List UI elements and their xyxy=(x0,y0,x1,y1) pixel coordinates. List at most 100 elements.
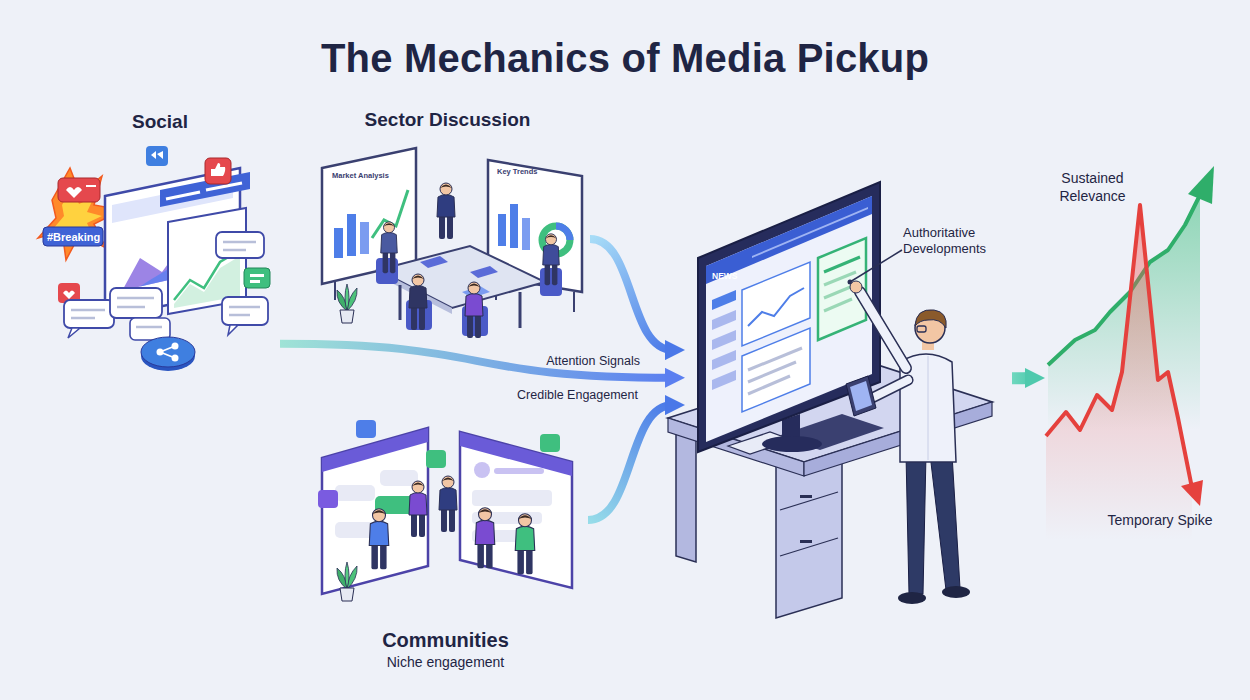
newsroom-illustration xyxy=(748,376,790,394)
newsroom-illustration xyxy=(942,586,970,598)
social-illustration xyxy=(250,274,264,277)
group-heading: Communities xyxy=(303,628,588,653)
newsroom-illustration xyxy=(850,381,872,411)
newsroom-illustration xyxy=(850,250,902,282)
sector-illustration xyxy=(334,228,343,258)
social-illustration xyxy=(71,317,95,320)
newsroom-illustration xyxy=(818,238,866,340)
social-illustration xyxy=(64,300,114,328)
communities-illustration xyxy=(474,462,490,478)
sector-illustration xyxy=(470,266,498,278)
flow-arrow xyxy=(280,344,673,378)
newsroom-illustration xyxy=(712,290,736,310)
social-illustration xyxy=(136,326,162,329)
sector-illustration xyxy=(522,218,530,250)
newsroom-illustration xyxy=(846,376,876,416)
communities-illustration xyxy=(540,434,560,452)
screen-header: NEWS xyxy=(712,272,738,281)
communities-illustration xyxy=(337,562,357,601)
communities-illustration xyxy=(356,420,376,438)
outcome-illustration xyxy=(1046,205,1192,540)
newsroom-illustration xyxy=(712,350,736,370)
newsroom-illustration xyxy=(800,495,812,498)
newsroom-illustration xyxy=(712,330,736,350)
newsroom-illustration xyxy=(898,592,926,604)
social-illustration xyxy=(68,328,80,338)
newsroom-illustration xyxy=(917,326,926,332)
newsroom-illustration xyxy=(872,380,908,398)
diagram-title: The Mechanics of Media Pickup xyxy=(0,36,1250,81)
social-illustration xyxy=(38,146,270,371)
newsroom-illustration xyxy=(930,454,960,590)
social-illustration xyxy=(63,291,75,300)
communities-illustration xyxy=(460,432,572,588)
communities-illustration xyxy=(472,490,552,506)
sector-illustration xyxy=(519,292,522,328)
social-illustration xyxy=(211,163,225,176)
newsroom-illustration xyxy=(762,436,822,452)
newsroom-illustration xyxy=(824,257,860,272)
sector-illustration xyxy=(437,183,455,239)
newsroom-illustration xyxy=(906,454,926,594)
social-illustration xyxy=(43,227,103,246)
sector-illustration xyxy=(510,204,518,248)
board-title: Key Trends xyxy=(497,168,537,176)
sector-illustration xyxy=(337,284,357,323)
sector-illustration xyxy=(399,285,402,320)
newsroom-illustration xyxy=(676,430,696,562)
sector-illustration xyxy=(360,222,369,254)
outcome-chart: Sustained RelevanceTemporary Spike xyxy=(1045,160,1225,560)
newsroom-illustration xyxy=(824,299,852,311)
social-illustration xyxy=(223,249,246,252)
edge-label: Credible Engagement xyxy=(517,388,638,402)
edge-label: Attention Signals xyxy=(546,354,640,368)
newsroom-illustration xyxy=(706,196,872,442)
flow-arrow xyxy=(1012,372,1033,384)
hashtag-tag: #Breaking xyxy=(47,231,100,243)
newsroom-illustration xyxy=(800,540,812,543)
social-illustration xyxy=(146,146,168,166)
communities-illustration xyxy=(318,420,572,601)
newsroom-illustration xyxy=(915,310,946,328)
sector-illustration xyxy=(347,214,356,256)
newsroom-desk: Authoritative Developments xyxy=(685,175,1012,615)
flow-arrow xyxy=(590,239,673,350)
social-illustration xyxy=(86,185,96,187)
newsroom-illustration xyxy=(748,288,804,326)
social-illustration xyxy=(250,280,260,283)
group-heading: Sector Discussion xyxy=(305,108,590,132)
newsroom-illustration xyxy=(698,182,880,452)
communities-illustration xyxy=(318,490,338,508)
social-illustration xyxy=(151,151,163,159)
social-illustration xyxy=(166,192,200,199)
social-illustration xyxy=(71,309,105,312)
trend-label: Temporary Spike xyxy=(1100,512,1220,530)
social-illustration xyxy=(229,306,260,309)
newsroom-illustration xyxy=(780,492,838,510)
sector-illustration xyxy=(381,222,398,273)
newsroom-illustration xyxy=(850,281,862,293)
outcome-illustration xyxy=(1046,166,1214,540)
newsroom-illustration xyxy=(860,292,906,368)
newsroom-illustration xyxy=(872,380,908,398)
communities-illustration xyxy=(335,485,375,501)
newsroom-illustration xyxy=(748,362,796,382)
communities-illustration xyxy=(439,476,457,532)
newsroom-illustration xyxy=(780,538,838,556)
communities-illustration xyxy=(475,508,495,569)
newsroom-illustration xyxy=(742,328,810,412)
sector-illustration xyxy=(573,292,575,312)
sector-illustration xyxy=(543,234,560,285)
sector-illustration xyxy=(420,256,448,268)
social-illustration xyxy=(141,337,195,367)
social-illustration xyxy=(216,232,264,258)
social-illustration xyxy=(228,325,238,335)
communities-illustration xyxy=(426,450,446,468)
sector-illustration xyxy=(498,214,506,246)
newsroom-illustration xyxy=(748,348,802,370)
outcome-illustration xyxy=(1181,480,1203,506)
group-heading: Social xyxy=(40,110,280,134)
newsroom-illustration xyxy=(712,310,736,330)
